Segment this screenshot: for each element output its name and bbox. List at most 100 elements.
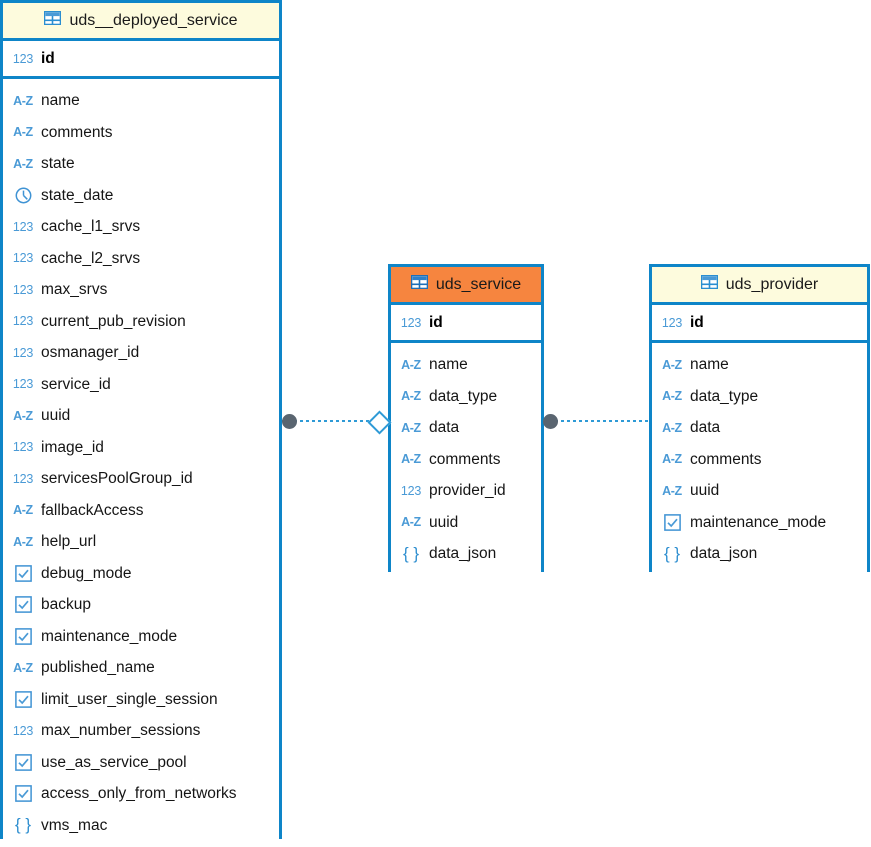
field-row[interactable]: 123 servicesPoolGroup_id bbox=[3, 463, 279, 495]
entity-title: uds__deployed_service bbox=[69, 11, 238, 29]
field-label-id: id bbox=[690, 313, 704, 331]
field-row[interactable]: { }vms_mac bbox=[3, 810, 279, 842]
field-label: uuid bbox=[41, 407, 71, 424]
json-icon: { } bbox=[663, 543, 681, 563]
field-row[interactable]: A-Z uuid bbox=[652, 475, 867, 507]
relationship-endpoint-circle bbox=[543, 413, 558, 429]
boolean-icon bbox=[12, 626, 34, 646]
field-row[interactable]: 123 current_pub_revision bbox=[3, 306, 279, 338]
entity-header-uds-deployed-service[interactable]: uds__deployed_service bbox=[3, 3, 279, 41]
field-label: backup bbox=[41, 596, 91, 613]
field-label: cache_l1_srvs bbox=[41, 218, 141, 235]
text-icon: A-Z bbox=[662, 483, 682, 498]
boolean-icon bbox=[661, 512, 683, 532]
field-label: data_type bbox=[690, 387, 759, 405]
field-row[interactable]: maintenance_mode bbox=[652, 507, 867, 539]
primary-key-row[interactable]: 123 id bbox=[3, 41, 279, 79]
field-label-id: id bbox=[429, 313, 443, 331]
primary-key-row[interactable]: 123 id bbox=[652, 305, 867, 343]
text-icon: A-Z bbox=[662, 420, 682, 435]
number-icon: 123 bbox=[12, 219, 34, 234]
field-label: published_name bbox=[41, 659, 155, 676]
json-icon: { } bbox=[14, 815, 32, 835]
field-label: data_json bbox=[690, 545, 758, 562]
field-row[interactable]: use_as_service_pool bbox=[3, 747, 279, 779]
relationship-deployed-service-to-service[interactable] bbox=[282, 409, 392, 435]
field-label: cache_l2_srvs bbox=[41, 249, 141, 267]
field-row[interactable]: access_only_from_networks bbox=[3, 778, 279, 810]
text-icon: A-Z bbox=[662, 389, 682, 404]
text-icon: A-Z bbox=[13, 503, 33, 518]
field-row[interactable]: 123 provider_id bbox=[391, 475, 541, 507]
number-icon: 123 bbox=[12, 314, 34, 329]
number-icon: 123 bbox=[12, 251, 34, 266]
json-icon: { } bbox=[402, 543, 420, 563]
field-row[interactable]: 123 cache_l2_srvs bbox=[3, 243, 279, 275]
entity-header-uds-service[interactable]: uds_service bbox=[391, 267, 541, 305]
table-icon bbox=[700, 274, 719, 294]
relationship-service-to-provider[interactable] bbox=[543, 413, 650, 429]
field-label: comments bbox=[429, 450, 501, 468]
number-icon: 123 bbox=[12, 440, 34, 455]
number-icon: 123 bbox=[661, 315, 683, 330]
field-label: uuid bbox=[690, 482, 720, 499]
field-row[interactable]: { } data_json bbox=[652, 538, 867, 570]
field-label: data bbox=[429, 419, 460, 436]
field-row[interactable]: A-Z uuid bbox=[3, 400, 279, 432]
table-icon bbox=[410, 274, 429, 294]
text-icon: A-Z bbox=[13, 408, 33, 423]
entity-title: uds_provider bbox=[725, 275, 819, 293]
primary-key-row[interactable]: 123 id bbox=[391, 305, 541, 343]
field-label: maintenance_mode bbox=[690, 513, 827, 531]
boolean-icon bbox=[12, 752, 34, 772]
number-icon: 123 bbox=[12, 51, 34, 66]
text-icon: A-Z bbox=[13, 534, 33, 549]
field-row[interactable]: maintenance_mode bbox=[3, 621, 279, 653]
field-label: state bbox=[41, 155, 75, 172]
field-label: current_pub_revision bbox=[41, 312, 186, 330]
field-label: debug_mode bbox=[41, 564, 132, 582]
number-icon: 123 bbox=[400, 483, 422, 498]
relationship-line bbox=[282, 420, 388, 422]
field-row[interactable]: 123 cache_l1_srvs bbox=[3, 211, 279, 243]
boolean-icon bbox=[12, 563, 34, 583]
field-row[interactable]: A-Z data_type bbox=[652, 381, 867, 413]
field-label: image_id bbox=[41, 438, 104, 456]
entity-header-uds-provider[interactable]: uds_provider bbox=[652, 267, 867, 305]
field-row[interactable]: state_date bbox=[3, 180, 279, 212]
field-row[interactable]: limit_user_single_session bbox=[3, 684, 279, 716]
field-row[interactable]: 123 image_id bbox=[3, 432, 279, 464]
field-row[interactable]: { } data_json bbox=[391, 538, 541, 570]
field-label: servicesPoolGroup_id bbox=[41, 470, 193, 487]
field-row[interactable]: debug_mode bbox=[3, 558, 279, 590]
field-label: data_json bbox=[429, 545, 497, 562]
number-icon: 123 bbox=[12, 471, 34, 486]
field-label: provider_id bbox=[429, 482, 506, 499]
field-row[interactable]: backup bbox=[3, 589, 279, 621]
number-icon: 123 bbox=[12, 723, 34, 738]
datetime-icon bbox=[12, 185, 34, 205]
